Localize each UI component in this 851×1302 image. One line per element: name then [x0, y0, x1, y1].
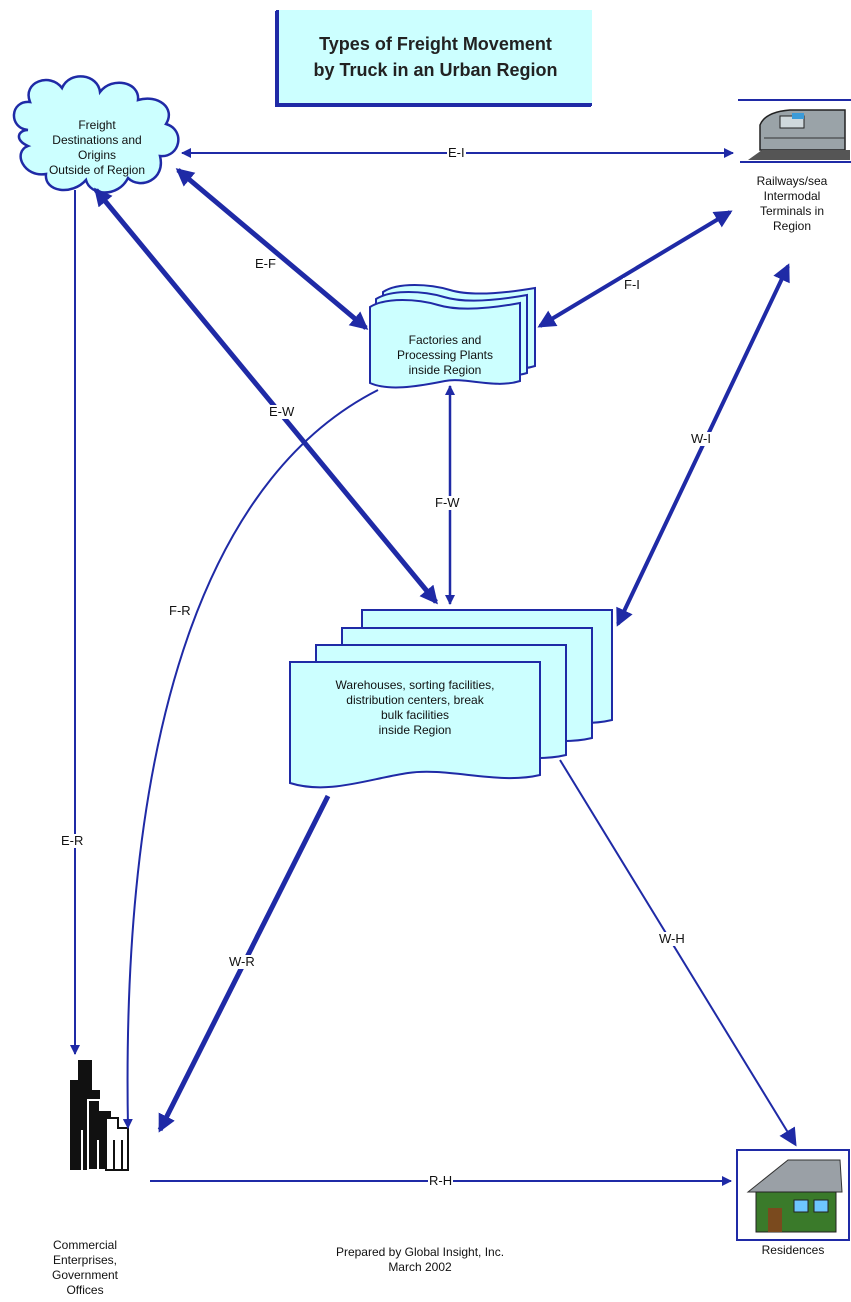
- title-box: Types of Freight Movement by Truck in an…: [276, 10, 592, 106]
- title-line-1: Types of Freight Movement: [319, 33, 552, 54]
- title-line-2: by Truck in an Urban Region: [313, 59, 558, 80]
- warehouses-label: Warehouses, sorting facilities, distribu…: [335, 678, 495, 737]
- edge-label-fr: F-R: [168, 603, 192, 618]
- edge-label-wr: W-R: [228, 954, 256, 969]
- external-cloud: [12, 75, 180, 194]
- edge-label-ef: E-F: [254, 256, 277, 271]
- external-label: Freight Destinations and Origins Outside…: [48, 118, 146, 177]
- train-icon: [738, 99, 851, 163]
- edge-label-ei: E-I: [447, 145, 466, 160]
- edge-wh: [559, 759, 797, 1147]
- edge-label-wi: W-I: [690, 431, 712, 446]
- edge-ew: [94, 187, 438, 605]
- edge-label-rh: R-H: [428, 1173, 454, 1188]
- warehouses-shape: [289, 609, 613, 789]
- building-icon: [70, 1060, 129, 1171]
- commercial-label: Commercial Enterprises, Government Offic…: [51, 1238, 119, 1297]
- edge-label-er: E-R: [60, 833, 85, 848]
- edge-ef: [175, 168, 369, 330]
- footer-line-2: March 2002: [388, 1260, 452, 1274]
- footer: Prepared by Global Insight, Inc. March 2…: [330, 1245, 510, 1275]
- residences-label: Residences: [761, 1243, 825, 1257]
- edge-label-fw: F-W: [434, 495, 461, 510]
- edge-label-wh: W-H: [658, 931, 686, 946]
- factories-label: Factories and Processing Plants inside R…: [396, 333, 494, 377]
- edge-label-fi: F-I: [623, 277, 641, 292]
- edge-label-ew: E-W: [268, 404, 296, 419]
- rail-label: Railways/sea Intermodal Terminals in Reg…: [756, 174, 828, 233]
- house-icon: [736, 1149, 850, 1241]
- edge-fr: [122, 389, 379, 1129]
- footer-line-1: Prepared by Global Insight, Inc.: [335, 1245, 505, 1259]
- edge-fi: [537, 210, 733, 328]
